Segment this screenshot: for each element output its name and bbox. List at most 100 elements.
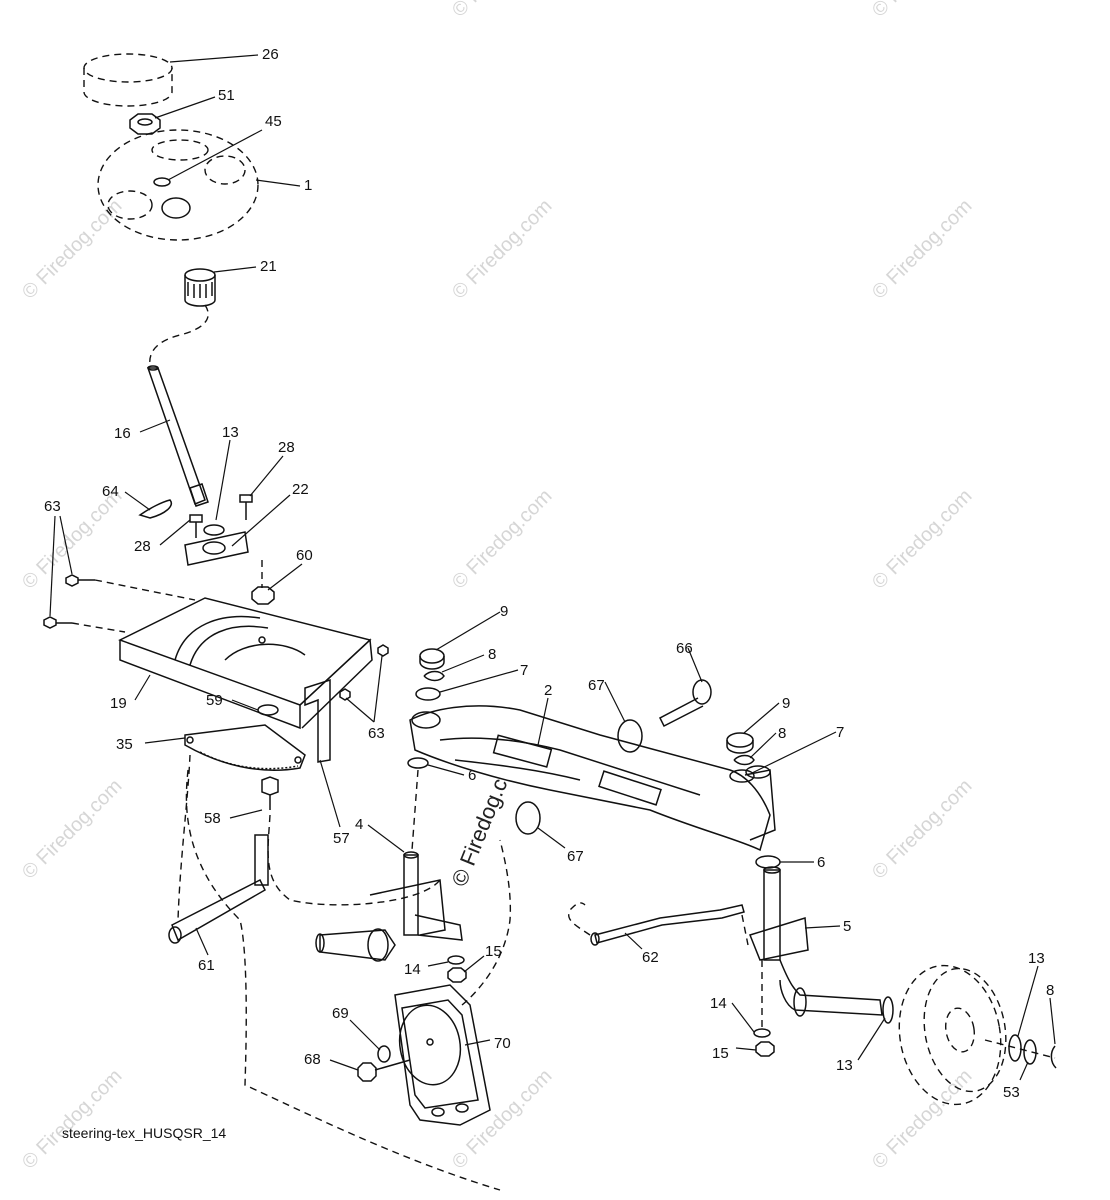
callout-8: 8 <box>1046 982 1054 999</box>
callout-5: 5 <box>843 918 851 935</box>
callout-51: 51 <box>218 87 235 104</box>
callout-1: 1 <box>304 177 312 194</box>
part-washer-13 <box>882 996 894 1024</box>
part-cap-9 <box>726 732 754 754</box>
callout-63: 63 <box>44 498 61 515</box>
callout-19: 19 <box>110 695 127 712</box>
part-cap-9 <box>419 648 445 670</box>
callout-60: 60 <box>296 547 313 564</box>
callout-8: 8 <box>778 725 786 742</box>
part-washer-6 <box>755 855 781 869</box>
part-cap-26 <box>83 53 173 107</box>
part-washer-53 <box>1023 1039 1037 1065</box>
part-spindle-4 <box>315 851 463 962</box>
watermark: © Firedog.com <box>18 1065 127 1174</box>
watermark: © Firedog.com <box>868 775 977 884</box>
callout-15: 15 <box>485 943 502 960</box>
part-nut-51 <box>129 113 161 135</box>
part-clip-8 <box>423 670 445 682</box>
part-spindle-5 <box>749 866 883 1017</box>
watermark: © Firedog.com <box>868 485 977 594</box>
callout-13: 13 <box>222 424 239 441</box>
part-bolt-63 <box>339 644 389 701</box>
part-clip-64 <box>138 499 172 519</box>
assembly-line <box>461 839 512 1006</box>
assembly-line <box>94 579 196 601</box>
part-sector-gear-35 <box>184 724 306 771</box>
watermark: © Firedog.com <box>448 485 557 594</box>
callout-63: 63 <box>368 725 385 742</box>
callout-16: 16 <box>114 425 131 442</box>
part-pivot-bolt-66 <box>659 679 712 728</box>
callout-9: 9 <box>782 695 790 712</box>
callout-57: 57 <box>333 830 350 847</box>
callout-66: 66 <box>676 640 693 657</box>
part-steering-wheel-1 <box>97 129 259 241</box>
callout-28: 28 <box>134 538 151 555</box>
part-nut-15 <box>755 1041 775 1057</box>
part-washer-13 <box>1008 1034 1022 1062</box>
assembly-line <box>185 769 501 1191</box>
part-bushing-67 <box>617 719 643 753</box>
assembly-line <box>568 902 591 936</box>
part-nut-15 <box>447 967 467 983</box>
watermark: © Firedog.com <box>448 0 557 22</box>
watermark: © Firedog.com <box>18 485 127 594</box>
diagram-caption: steering-tex_HUSQSR_14 <box>62 1125 226 1141</box>
part-bolt-28 <box>189 494 253 538</box>
callout-6: 6 <box>817 854 825 871</box>
part-washer-7 <box>415 687 441 701</box>
assembly-line <box>411 769 419 851</box>
part-steering-shaft-16 <box>146 365 209 507</box>
part-washer-7 <box>729 769 755 783</box>
part-drag-link-61 <box>168 834 269 944</box>
callout-67: 67 <box>588 677 605 694</box>
assembly-line <box>984 1039 1056 1059</box>
watermark: © Firedog.com <box>18 775 127 884</box>
callout-67: 67 <box>567 848 584 865</box>
callout-53: 53 <box>1003 1084 1020 1101</box>
part-bolt-58 <box>261 776 279 810</box>
part-bolt-68 <box>357 1059 411 1082</box>
part-bushing-67 <box>515 801 541 835</box>
part-clip-8 <box>1050 1045 1057 1069</box>
part-washer-69 <box>377 1045 391 1063</box>
part-plate-70 <box>394 984 491 1126</box>
leader-lines <box>49 54 1056 1081</box>
callout-14: 14 <box>710 995 727 1012</box>
part-washer-59 <box>257 704 279 716</box>
part-washer-14 <box>753 1028 771 1038</box>
callout-35: 35 <box>116 736 133 753</box>
callout-2: 2 <box>544 682 552 699</box>
part-washer-6 <box>407 757 429 769</box>
part-tie-rod-62 <box>590 904 745 946</box>
callout-59: 59 <box>206 692 223 709</box>
callout-64: 64 <box>102 483 119 500</box>
part-clip-8 <box>733 754 755 766</box>
callout-70: 70 <box>494 1035 511 1052</box>
callout-7: 7 <box>836 724 844 741</box>
part-adapter-21 <box>184 268 216 307</box>
callout-45: 45 <box>265 113 282 130</box>
assembly-line <box>177 754 191 921</box>
watermark: © Firedog.com <box>868 0 977 22</box>
callout-13: 13 <box>1028 950 1045 967</box>
part-bolt-63 <box>43 574 95 629</box>
part-bracket-57 <box>304 678 331 763</box>
callout-13: 13 <box>836 1057 853 1074</box>
part-front-axle-2 <box>409 705 776 852</box>
callout-69: 69 <box>332 1005 349 1022</box>
part-wheel <box>898 964 1007 1106</box>
callout-58: 58 <box>204 810 221 827</box>
part-washer-14 <box>447 955 465 965</box>
callout-28: 28 <box>278 439 295 456</box>
callout-68: 68 <box>304 1051 321 1068</box>
assembly-line <box>741 914 749 946</box>
callout-9: 9 <box>500 603 508 620</box>
callout-61: 61 <box>198 957 215 974</box>
callout-15: 15 <box>712 1045 729 1062</box>
callout-8: 8 <box>488 646 496 663</box>
callout-14: 14 <box>404 961 421 978</box>
callout-labels: 26 51 45 1 21 16 13 28 64 22 28 63 60 19… <box>44 46 1054 1101</box>
